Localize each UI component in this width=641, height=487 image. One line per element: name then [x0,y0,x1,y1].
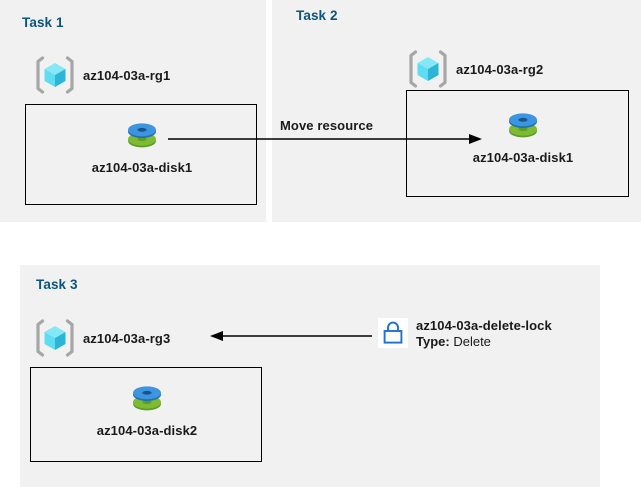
disk-resource-task1: az104-03a-disk1 [71,114,213,175]
resource-group-task3: az104-03a-rg3 [34,317,170,359]
panel-title-task2: Task 2 [296,8,338,23]
arrow-right-icon [168,134,482,144]
padlock-icon [378,318,408,348]
resource-group-label-task2: az104-03a-rg2 [456,61,544,77]
managed-disk-icon [125,377,169,421]
delete-lock-type-row: Type: Delete [416,333,552,350]
delete-lock-text: az104-03a-delete-lock Type: Delete [416,318,552,350]
disk-resource-task3: az104-03a-disk2 [76,377,218,438]
resource-container-task3 [30,367,262,462]
resource-group-cube-icon [34,317,76,359]
panel-task1: Task 1 az104-03a-rg1 [0,0,266,222]
delete-lock-type-value: Delete [453,333,491,349]
managed-disk-icon [501,104,545,148]
delete-lock-name: az104-03a-delete-lock [416,318,552,333]
disk-label-task1: az104-03a-disk1 [91,160,193,175]
disk-resource-task2: az104-03a-disk1 [452,104,594,165]
resource-group-task1: az104-03a-rg1 [34,54,170,96]
panel-task2: Task 2 az104-03a-rg2 [272,0,641,222]
resource-group-label-task3: az104-03a-rg3 [83,330,171,346]
delete-lock-group: az104-03a-delete-lock Type: Delete [378,318,552,350]
resource-group-cube-icon [407,48,449,90]
resource-group-task2: az104-03a-rg2 [407,48,543,90]
move-resource-caption: Move resource [280,118,374,133]
panel-task3: Task 3 az104-03a-rg3 [20,265,600,487]
resource-group-cube-icon [34,54,76,96]
resource-container-task1 [25,104,257,205]
panel-title-task1: Task 1 [22,15,64,30]
resource-container-task2 [406,90,629,197]
panel-title-task3: Task 3 [36,277,78,292]
disk-label-task3: az104-03a-disk2 [96,423,198,438]
managed-disk-icon [120,114,164,158]
delete-lock-type-key: Type: [416,333,454,349]
disk-label-task2: az104-03a-disk1 [472,150,574,165]
resource-group-label-task1: az104-03a-rg1 [83,67,171,83]
arrow-left-icon [210,331,372,341]
